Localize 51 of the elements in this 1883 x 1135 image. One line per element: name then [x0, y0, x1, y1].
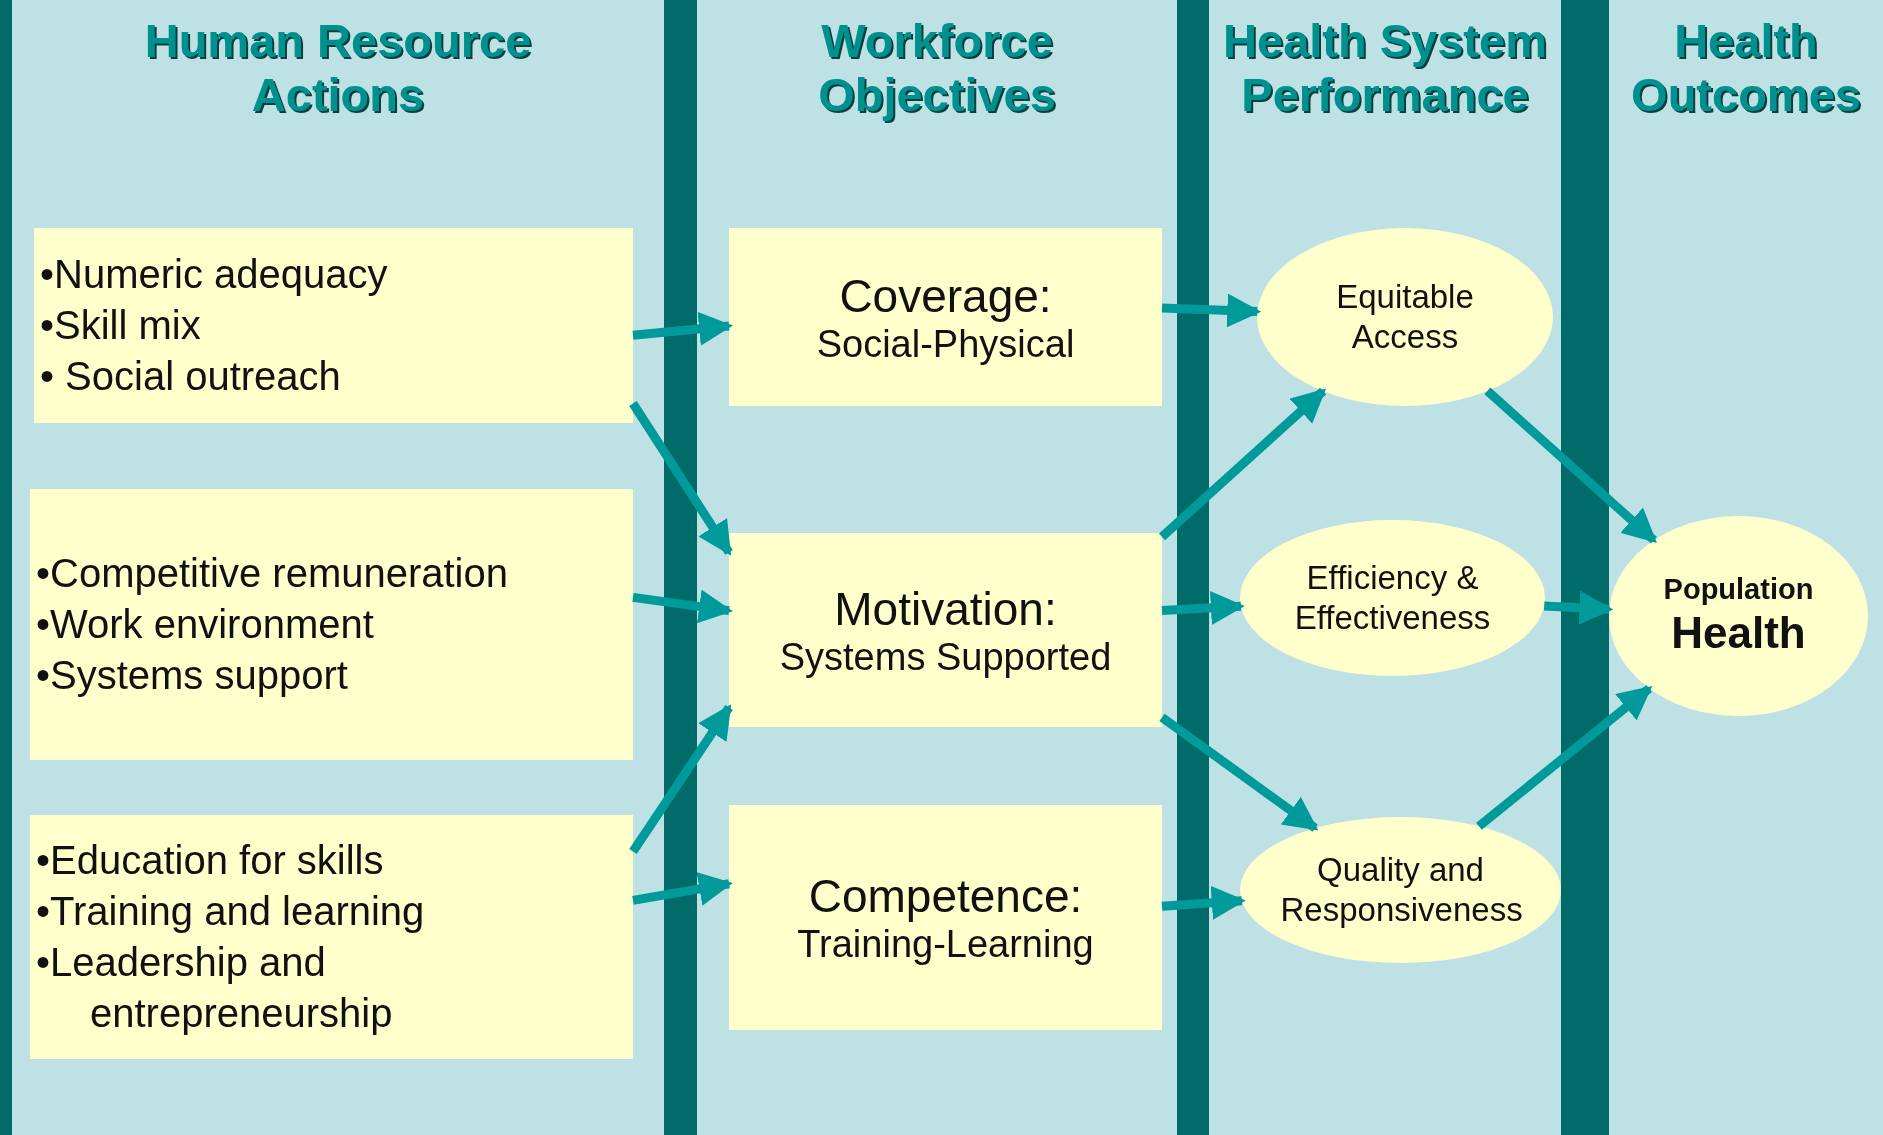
bullet-item: •Education for skills — [36, 837, 385, 885]
bullet-item: •Training and learning — [36, 888, 426, 936]
objective-box — [729, 533, 1162, 727]
arrow — [1484, 387, 1657, 544]
column-heading: Health Outcomes — [1630, 14, 1862, 123]
bullet-item: •Leadership and entrepreneurship — [36, 939, 394, 1037]
node-title: Equitable Access — [1335, 277, 1475, 357]
node-title: Efficiency & Effectiveness — [1293, 558, 1492, 638]
column-band — [1609, 0, 1883, 1135]
arrow — [1543, 590, 1614, 625]
column-band — [12, 0, 664, 1135]
list-box — [30, 489, 633, 760]
node-title: Motivation: — [834, 581, 1057, 636]
bullet-item: •Systems support — [36, 651, 349, 699]
bullet-item: • Social outreach — [40, 352, 342, 400]
list-box — [30, 815, 633, 1059]
bullet-item: •Numeric adequacy — [40, 251, 389, 299]
node-subtitle: Training-Learning — [797, 923, 1094, 966]
node-title: Competence: — [808, 869, 1083, 923]
node-title: Population — [1663, 572, 1814, 607]
arrow — [632, 311, 733, 346]
arrow — [1159, 387, 1327, 541]
node-subtitle: Health — [1671, 607, 1806, 659]
column-heading: Health System Performance — [1222, 14, 1548, 123]
bullet-item: •Competitive remuneration — [36, 550, 509, 598]
column-band — [1209, 0, 1561, 1135]
objective-box — [729, 805, 1162, 1030]
bullet-item: •Work environment — [36, 601, 375, 649]
node-title: Quality and Responsiveness — [1280, 850, 1521, 930]
column-heading: Human Resource Actions — [143, 14, 533, 123]
node-title: Coverage: — [839, 268, 1052, 323]
outcome-ellipse — [1240, 817, 1561, 963]
arrow — [632, 872, 733, 906]
objective-box — [729, 228, 1162, 406]
outcome-ellipse — [1609, 516, 1868, 716]
arrow — [629, 401, 733, 556]
list-box — [34, 228, 633, 423]
arrow — [1159, 713, 1319, 832]
bullet-item: •Skill mix — [40, 302, 202, 350]
arrow — [629, 704, 733, 855]
arrow — [1161, 590, 1245, 625]
arrow — [632, 589, 733, 624]
node-subtitle: Social-Physical — [816, 322, 1075, 366]
node-subtitle: Systems Supported — [779, 635, 1112, 679]
column-heading: Workforce Objectives — [817, 14, 1057, 123]
arrow — [1476, 684, 1653, 830]
column-band — [697, 0, 1177, 1135]
outcome-ellipse — [1257, 228, 1553, 406]
arrow — [1161, 293, 1262, 328]
arrow — [1161, 885, 1246, 920]
outcome-ellipse — [1240, 520, 1545, 676]
